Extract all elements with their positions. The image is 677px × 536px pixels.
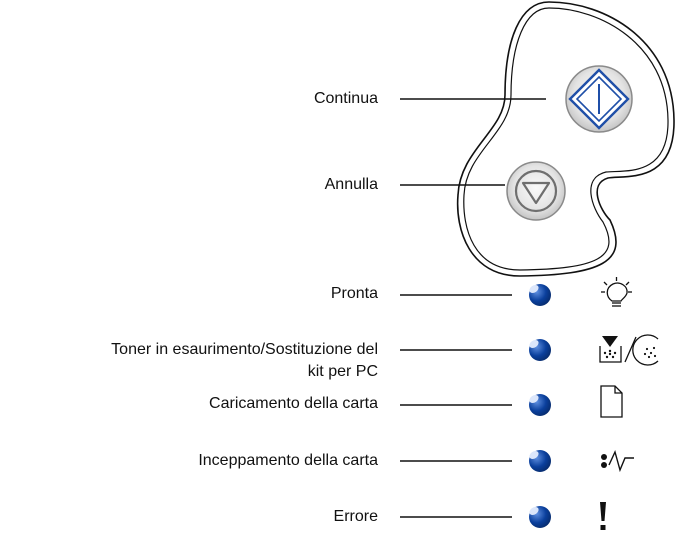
led-ready (529, 284, 551, 306)
light-label-toner-line1: Toner in esaurimento/Sostituzione del (111, 341, 378, 358)
paper-jam-icon (601, 449, 634, 473)
cancel-button[interactable] (506, 161, 566, 221)
light-label-load-paper: Caricamento della carta (209, 395, 378, 412)
led-error (529, 506, 551, 528)
led-toner (529, 339, 551, 361)
light-label-error: Errore (333, 508, 378, 525)
triangle-stop-icon (514, 169, 558, 213)
diamond-continue-icon (568, 68, 630, 130)
exclamation-icon (600, 502, 606, 530)
toner-photoconductor-icon (599, 334, 659, 366)
continue-label: Continua (313, 90, 378, 107)
continue-button[interactable] (565, 65, 633, 133)
bulb-icon (601, 277, 632, 307)
light-label-toner-line2: kit per PC (307, 363, 378, 380)
cancel-label: Annulla (324, 176, 378, 193)
panel-outline-outer (456, 1, 675, 277)
panel-outline-inner (463, 7, 669, 271)
led-paper-jam (529, 450, 551, 472)
light-label-ready: Pronta (330, 285, 378, 302)
paper-icon (600, 385, 623, 418)
light-label-paper-jam: Inceppamento della carta (198, 452, 378, 469)
led-load-paper (529, 394, 551, 416)
